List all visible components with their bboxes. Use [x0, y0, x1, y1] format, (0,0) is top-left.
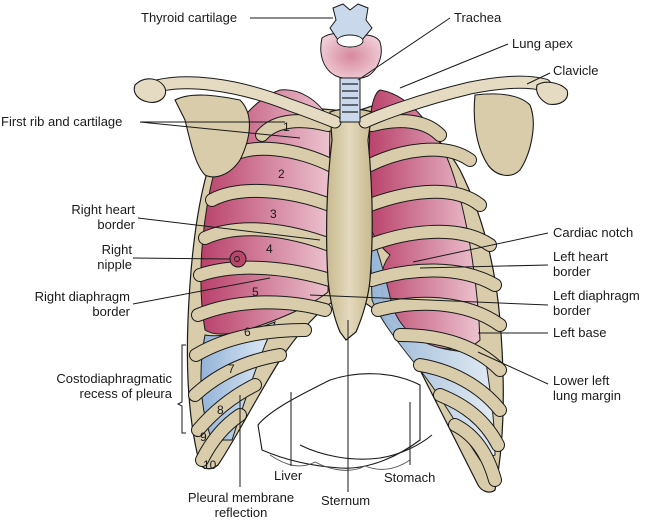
leader-left-diaphragm [309, 294, 549, 306]
leader-left-heart [419, 264, 549, 269]
abdominal-organs [257, 373, 433, 471]
right-acromion [133, 78, 167, 103]
left-scapula [473, 93, 534, 176]
rib-number-7: 7 [228, 362, 235, 376]
label-line: Left diaphragm [553, 288, 640, 303]
label-lung-apex: Lung apex [512, 36, 573, 51]
liver-outline [257, 373, 421, 469]
label-cardiac-notch: Cardiac notch [553, 225, 634, 240]
label-line: reflection [214, 505, 268, 520]
leader-trachea [357, 17, 451, 81]
label-line: Costodiaphragmatic [56, 371, 172, 386]
rib-number-9: 9 [200, 430, 207, 444]
rib-numbers: 1 2 3 4 5 6 7 8 9 10 [200, 120, 290, 472]
label-line: border [97, 217, 135, 232]
label-pleural-membrane-reflection: Pleural membrane reflection [180, 490, 302, 520]
right-scapula [174, 94, 251, 178]
left-ribs [363, 114, 507, 487]
label-thyroid-cartilage: Thyroid cartilage [141, 10, 238, 25]
label-line: border [553, 264, 591, 279]
left-acromion [536, 81, 569, 105]
thyroid-cartilage-shape [329, 3, 373, 41]
label-line: lung margin [553, 388, 621, 403]
label-right-diaphragm-border: Right diaphragm border [22, 289, 130, 319]
label-first-rib: First rib and cartilage [1, 114, 123, 129]
leader-lines [132, 17, 551, 492]
leader-cardiac-notch [412, 232, 549, 263]
label-line: recess of pleura [79, 386, 173, 401]
rib-number-8: 8 [217, 403, 224, 417]
rib-number-1: 1 [283, 120, 290, 134]
leader-lung-apex [399, 43, 509, 89]
right-nipple [229, 250, 247, 268]
label-lower-left-lung-margin: Lower left lung margin [553, 373, 621, 403]
leader-right-diaphragm [132, 277, 271, 305]
label-line: border [92, 304, 130, 319]
label-clavicle: Clavicle [553, 63, 599, 78]
right-ribs [188, 114, 337, 467]
label-stomach: Stomach [384, 470, 436, 485]
label-right-heart-border: Right heart border [62, 202, 135, 232]
rib-number-2: 2 [278, 167, 285, 181]
label-left-base: Left base [553, 325, 607, 340]
leader-clavicle [526, 72, 551, 85]
label-line: Right heart [71, 202, 135, 217]
label-line: Right [101, 242, 132, 257]
rib-number-6: 6 [244, 325, 251, 339]
sternum [325, 108, 373, 341]
larynx-trachea [320, 3, 382, 123]
label-line: nipple [97, 257, 132, 272]
leader-first-rib-b [139, 121, 301, 139]
stomach-outline [299, 434, 433, 460]
label-line: border [553, 303, 591, 318]
label-right-nipple: Right nipple [82, 242, 132, 272]
rib-number-10: 10 [203, 458, 217, 472]
recess-brace [176, 344, 186, 434]
label-line: Pleural membrane [187, 490, 295, 505]
label-line: Lower left [553, 373, 610, 388]
trachea-tube [339, 77, 361, 123]
rib-number-5: 5 [252, 285, 259, 299]
label-line: Left heart [553, 249, 608, 264]
label-trachea: Trachea [454, 10, 502, 25]
label-left-diaphragm-border: Left diaphragm border [553, 288, 640, 318]
leader-right-heart [137, 217, 321, 241]
rib-number-4: 4 [266, 242, 273, 256]
label-liver: Liver [274, 468, 303, 483]
leader-lower-left-margin [477, 351, 549, 385]
label-sternum: Sternum [321, 493, 371, 508]
rib-number-3: 3 [270, 207, 277, 221]
clavicles [138, 75, 552, 129]
label-line: Right diaphragm [34, 289, 130, 304]
label-left-heart-border: Left heart border [553, 249, 608, 279]
label-costodiaphragmatic-recess: Costodiaphragmatic recess of pleura [40, 371, 172, 401]
leader-right-nipple [132, 257, 231, 260]
